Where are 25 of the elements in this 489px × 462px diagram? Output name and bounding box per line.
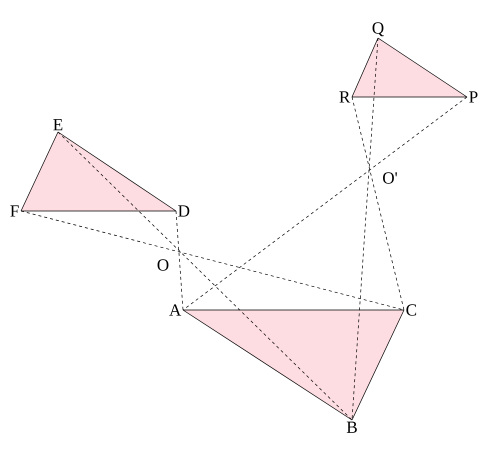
dashed-line [182, 96, 468, 310]
point-label: Q [372, 22, 384, 36]
point-label: E [53, 119, 62, 130]
dashed-line [352, 96, 404, 310]
point-label: R [339, 91, 350, 103]
point-label: C [406, 304, 416, 316]
dashed-line [20, 210, 404, 310]
point-label: A [169, 304, 182, 316]
dashed-line [176, 210, 184, 310]
center-label: O' [383, 172, 397, 184]
triangle-side [352, 38, 378, 98]
point-label: P [469, 91, 478, 103]
dashed-line [58, 132, 352, 420]
triangle-side [20, 210, 176, 212]
dashed-line [352, 38, 378, 420]
triangle-side [58, 132, 176, 212]
point-label: B [346, 422, 357, 433]
triangle-side [352, 96, 468, 98]
triangle-side [378, 38, 468, 98]
triangle-side [182, 310, 352, 420]
triangle-side [20, 132, 58, 212]
triangle-side [352, 310, 404, 420]
point-label: D [178, 205, 190, 217]
center-label: O [158, 259, 168, 271]
point-label: F [10, 205, 19, 217]
